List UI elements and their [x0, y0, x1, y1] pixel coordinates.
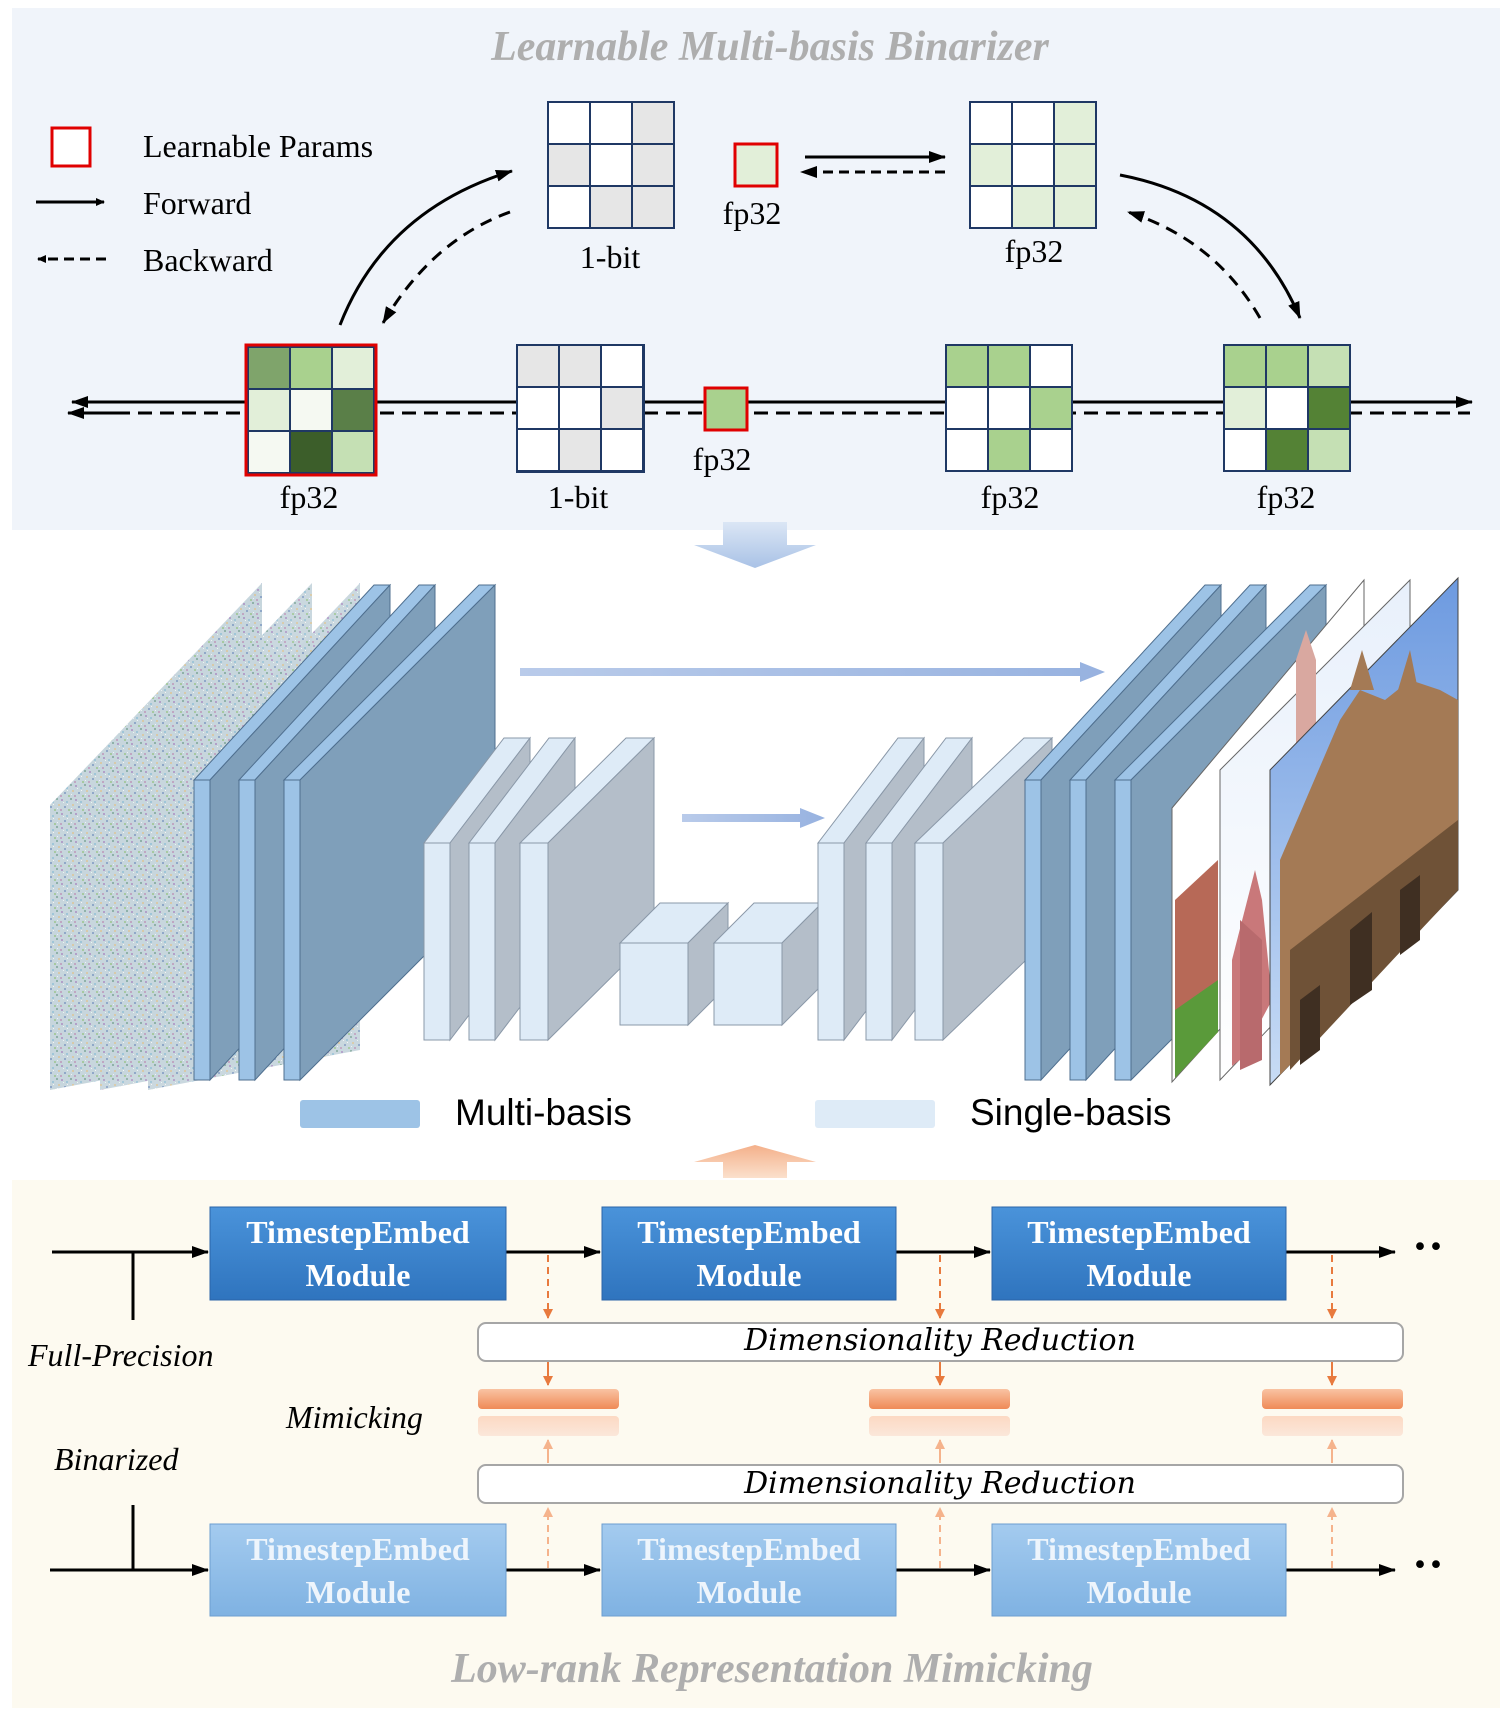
- unet-diagram: [50, 576, 1459, 1090]
- full-precision-label: Full-Precision: [27, 1337, 213, 1373]
- bin-module-2-line1: TimestepEmbed: [637, 1531, 861, 1567]
- mimic-bar-fp-1: [478, 1389, 619, 1409]
- mimic-bar-bin-1: [478, 1416, 619, 1436]
- fp-ellipsis: ··: [1412, 1220, 1444, 1273]
- upper-scale-factor: [733, 142, 779, 188]
- reduction-label-upper: Dimensionality Reduction: [743, 1323, 1136, 1358]
- learnable-params-legend-label: Learnable Params: [143, 128, 373, 164]
- reduction-box-lower: [477, 1464, 1404, 1504]
- curve-backward-left: [381, 210, 511, 324]
- bin-module-2-line2: Module: [697, 1574, 802, 1610]
- bin-module-3: TimestepEmbed Module: [991, 1523, 1287, 1617]
- upper-binary-grid: [547, 101, 675, 229]
- single-basis-legend-swatch: [815, 1100, 935, 1128]
- single-basis-legend-label: Single-basis: [970, 1092, 1172, 1133]
- fp-module-3: TimestepEmbed Module: [991, 1206, 1287, 1301]
- up-transition-arrow: [694, 1145, 816, 1178]
- input-grid-learnable-border: [244, 343, 378, 477]
- lower-scale-label: fp32: [693, 441, 752, 477]
- lower-binary-grid: [516, 344, 645, 473]
- bottleneck-cube-1: [618, 901, 730, 1027]
- forward-legend-label: Forward: [143, 185, 251, 221]
- bottleneck-cube-2: [712, 901, 824, 1027]
- lower-fp-a-label: fp32: [981, 479, 1040, 515]
- curve-forward-left: [338, 169, 513, 326]
- upper-scale-label: fp32: [723, 195, 782, 231]
- lower-scale-factor: [703, 386, 749, 432]
- learnable-params-legend-swatch: [50, 126, 92, 168]
- lower-input-label: fp32: [280, 479, 339, 515]
- bin-module-2: TimestepEmbed Module: [601, 1523, 897, 1617]
- fp-module-1-line2: Module: [306, 1257, 411, 1293]
- mimic-bar-fp-2: [869, 1389, 1010, 1409]
- fp-module-3-line2: Module: [1087, 1257, 1192, 1293]
- bin-module-3-line2: Module: [1087, 1574, 1192, 1610]
- lower-fp-grid-a: [945, 344, 1073, 472]
- lower-binary-label: 1-bit: [548, 479, 609, 515]
- multi-basis-legend-swatch: [300, 1100, 420, 1128]
- input-weight-grid: [244, 343, 378, 477]
- reduction-label-lower: Dimensionality Reduction: [743, 1466, 1136, 1501]
- fp-module-2-line2: Module: [697, 1257, 802, 1293]
- mimic-bar-bin-3: [1262, 1416, 1403, 1436]
- skip-connection-outer: [520, 662, 1105, 682]
- bin-module-1-line1: TimestepEmbed: [246, 1531, 470, 1567]
- fp-module-2-line1: TimestepEmbed: [637, 1214, 861, 1250]
- encoder-block-3: [282, 583, 497, 1082]
- binarizer-title: Learnable Multi-basis Binarizer: [490, 24, 1049, 70]
- lower-fp-grid-b: [1223, 344, 1351, 472]
- backward-legend-label: Backward: [143, 242, 273, 278]
- skip-connection-inner: [682, 808, 825, 828]
- multi-basis-legend-label: Multi-basis: [455, 1092, 632, 1133]
- fp-module-2: TimestepEmbed Module: [601, 1206, 897, 1301]
- reduction-box-upper: [477, 1322, 1404, 1362]
- upper-fp-grid: [969, 101, 1097, 229]
- bin-module-1-line2: Module: [306, 1574, 411, 1610]
- binarized-label: Binarized: [54, 1441, 179, 1477]
- upper-fp-label: fp32: [1005, 233, 1064, 269]
- mimic-bar-fp-3: [1262, 1389, 1403, 1409]
- mimic-bar-bin-2: [869, 1416, 1010, 1436]
- fp-module-1: TimestepEmbed Module: [209, 1206, 507, 1301]
- encoder-single-block-3: [518, 736, 656, 1042]
- bin-module-3-line1: TimestepEmbed: [1027, 1531, 1251, 1567]
- mimicking-title: Low-rank Representation Mimicking: [450, 1646, 1093, 1692]
- lower-fp-b-label: fp32: [1257, 479, 1316, 515]
- fp-module-1-line1: TimestepEmbed: [246, 1214, 470, 1250]
- output-image-3: [1269, 576, 1459, 1087]
- fp-module-3-line1: TimestepEmbed: [1027, 1214, 1251, 1250]
- bin-module-1: TimestepEmbed Module: [209, 1523, 507, 1617]
- bin-ellipsis: ··: [1412, 1538, 1444, 1591]
- curve-forward-right: [1119, 173, 1302, 319]
- mimicking-label: Mimicking: [285, 1399, 423, 1435]
- curve-backward-right: [1127, 210, 1262, 319]
- down-transition-arrow: [694, 522, 816, 568]
- upper-binary-label: 1-bit: [580, 239, 641, 275]
